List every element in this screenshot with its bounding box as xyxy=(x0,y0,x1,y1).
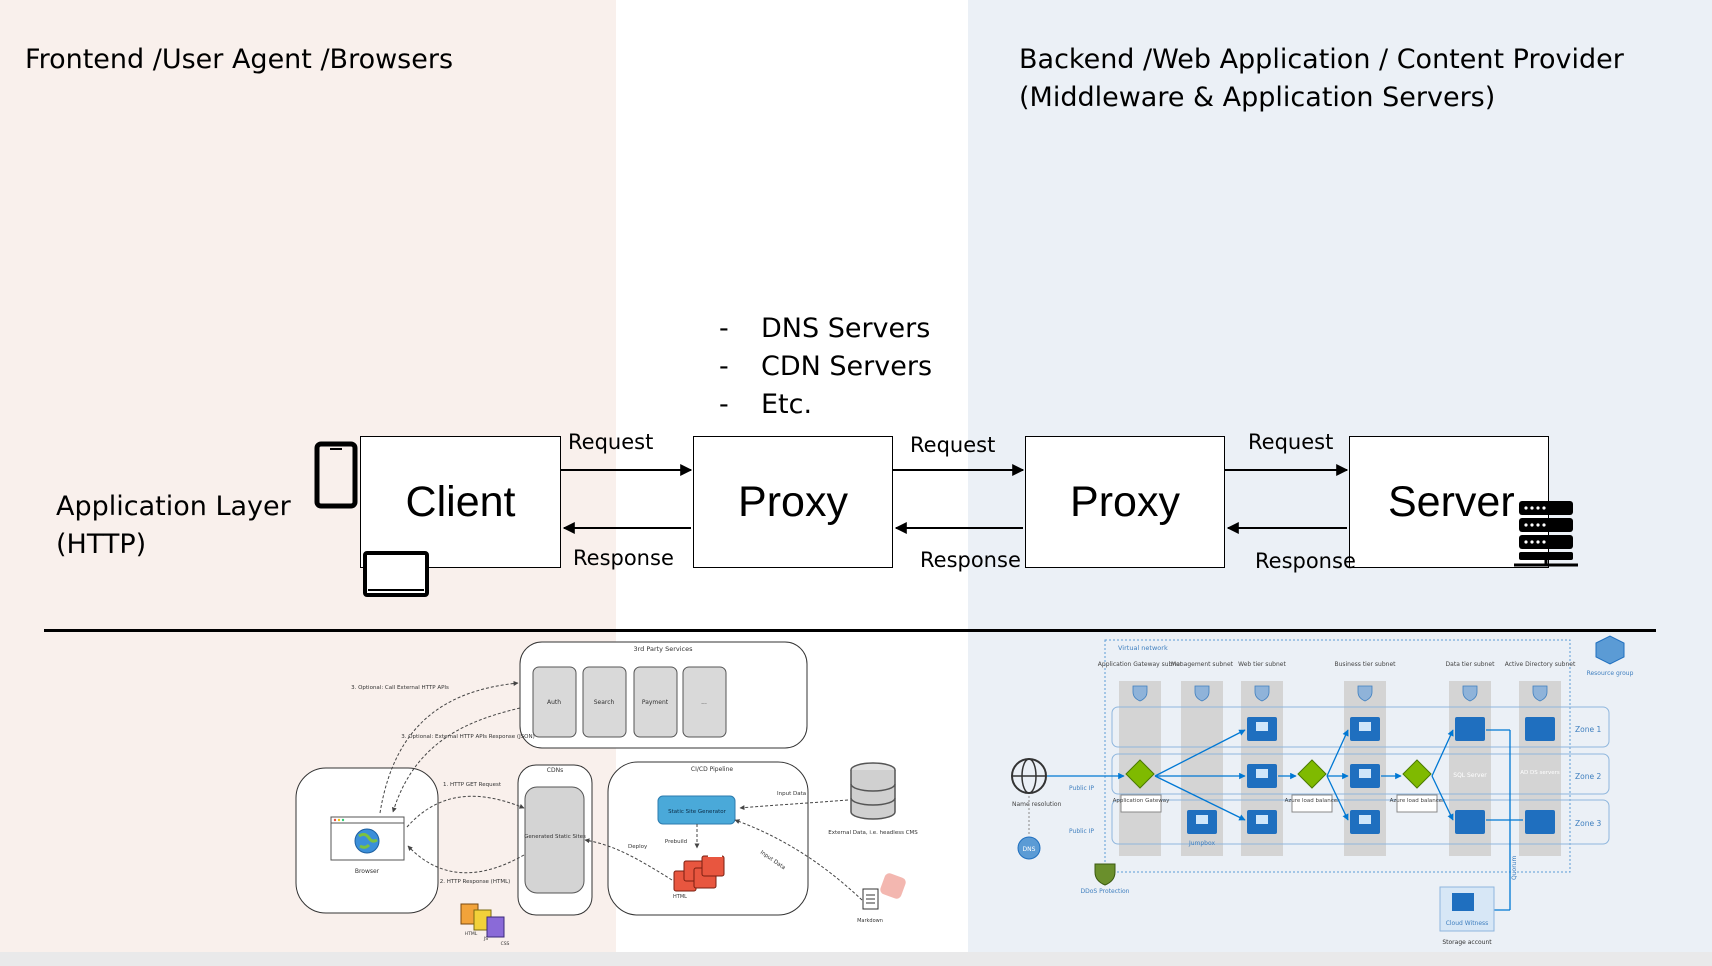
lb-label-1: Azure load balancer xyxy=(1285,798,1341,804)
dns-icon: DNS xyxy=(1017,836,1041,860)
jumpbox-label: Jumpbox xyxy=(1188,840,1216,847)
proxy-note-item: -DNS Servers xyxy=(719,313,931,344)
app-gateway-icon xyxy=(1125,759,1155,789)
name-resolution-globe-icon xyxy=(1011,758,1047,794)
database-icon xyxy=(850,762,896,820)
subnet-mgmt-label: Management subnet xyxy=(1171,661,1234,668)
resource-group-label: Resource group xyxy=(1587,670,1634,677)
subnet-ad-label: Active Directory subnet xyxy=(1505,661,1576,668)
resource-group-icon xyxy=(1595,635,1625,665)
generated-sites-label: Generated Static Sites xyxy=(524,834,586,840)
zone-1-label: Zone 1 xyxy=(1575,725,1601,734)
app-gateway-label: Application Gateway xyxy=(1113,798,1171,804)
third-party-label: 3rd Party Services xyxy=(633,645,693,653)
request-label-1: Request xyxy=(568,430,654,454)
ddos-label: DDoS Protection xyxy=(1081,888,1130,895)
zone-bands xyxy=(1111,706,1610,845)
css-asset-label: CSS xyxy=(501,941,510,947)
subnet-business-label: Business tier subnet xyxy=(1334,661,1396,668)
deploy-label: Deploy xyxy=(628,844,648,850)
html-label: HTML xyxy=(673,894,687,900)
globe-icon xyxy=(354,828,380,854)
vnet-label: Virtual network xyxy=(1118,644,1168,652)
subnet-appgw-label: Application Gateway subnet xyxy=(1098,661,1183,668)
backend-heading-line1: Backend /Web Application / Content Provi… xyxy=(1019,44,1624,75)
html-files-icon xyxy=(673,852,725,892)
backend-heading-line2: (Middleware & Application Servers) xyxy=(1019,82,1496,113)
proxy-notes-list: -DNS Servers -CDN Servers -Etc. xyxy=(719,310,932,424)
cloud-witness-icon xyxy=(1439,886,1495,932)
cloud-witness-label: Cloud Witness xyxy=(1446,920,1489,927)
application-layer-line1: Application Layer xyxy=(56,491,291,522)
jamstack-sketch: 3rd Party Services Auth Search Payment .… xyxy=(295,641,918,947)
application-layer-label: Application Layer (HTTP) xyxy=(56,488,291,564)
subnet-data-label: Data tier subnet xyxy=(1446,661,1496,668)
adds-label: AD DS servers xyxy=(1520,770,1560,776)
cdns-label: CDNs xyxy=(547,767,563,774)
storage-account-label: Storage account xyxy=(1442,939,1492,946)
markdown-label: Markdown xyxy=(857,918,883,924)
markdown-file-icon xyxy=(862,873,906,910)
lb-label-2: Azure load balancer xyxy=(1390,798,1446,804)
proxy-node-1: Proxy xyxy=(693,436,893,568)
zone-2-label: Zone 2 xyxy=(1575,772,1601,781)
service-payment-label: Payment xyxy=(642,699,669,706)
html-asset-label: HTML xyxy=(465,931,478,937)
server-node: Server xyxy=(1349,436,1549,568)
prebuild-label: Prebuild xyxy=(665,839,687,845)
public-ip-label-1: Public IP xyxy=(1069,785,1094,792)
nsg-shield-icons xyxy=(1132,685,1548,702)
proxy-note-item: -Etc. xyxy=(719,389,813,420)
proxy-node-2: Proxy xyxy=(1025,436,1225,568)
response-label-1: Response xyxy=(573,546,674,570)
proxy-note-item: -CDN Servers xyxy=(719,351,933,382)
server-rack-icon xyxy=(1514,501,1578,567)
public-ip-label-2: Public IP xyxy=(1069,828,1094,835)
azure-architecture: Virtual network Zone 1 Zone 2 Zone 3 App… xyxy=(1011,635,1634,946)
service-auth-label: Auth xyxy=(547,699,561,706)
ddos-shield-icon xyxy=(1094,863,1116,886)
input-data-label-1: Input Data xyxy=(777,791,806,797)
tablet-icon xyxy=(363,551,429,597)
client-node: Client xyxy=(360,436,561,568)
optional-call-label: 3. Optional: Call External HTTP APIs xyxy=(351,685,449,691)
asset-files-icon xyxy=(460,903,505,938)
browser-label: Browser xyxy=(355,868,380,875)
request-label-3: Request xyxy=(1248,430,1334,454)
http-response-label: 2. HTTP Response (HTML) xyxy=(440,879,511,885)
service-search-label: Search xyxy=(594,699,615,706)
response-label-3: Response xyxy=(1255,549,1356,573)
subnet-web-label: Web tier subnet xyxy=(1238,661,1286,668)
name-resolution-label: Name resolution xyxy=(1012,801,1062,808)
http-get-label: 1. HTTP GET Request xyxy=(443,782,502,788)
js-asset-label: JS xyxy=(483,936,488,942)
quorum-label: Quorum xyxy=(1511,856,1518,880)
svg-text:DNS: DNS xyxy=(1023,846,1036,853)
layer-divider xyxy=(44,629,1656,632)
application-layer-line2: (HTTP) xyxy=(56,529,147,560)
optional-response-label: 3. Optional: External HTTP APIs Response… xyxy=(401,734,535,740)
sql-label: SQL Server xyxy=(1453,772,1487,779)
response-label-2: Response xyxy=(920,548,1021,572)
bottom-strip xyxy=(0,952,1712,966)
frontend-heading: Frontend /User Agent /Browsers xyxy=(25,44,454,75)
service-more-label: ... xyxy=(701,699,707,706)
request-label-2: Request xyxy=(910,433,996,457)
external-data-label: External Data, i.e. headless CMS xyxy=(828,830,918,836)
backend-heading: Backend /Web Application / Content Provi… xyxy=(1019,41,1624,117)
pipeline-label: CI/CD Pipeline xyxy=(691,766,733,773)
smartphone-icon xyxy=(314,441,358,509)
zone-3-label: Zone 3 xyxy=(1575,819,1601,828)
load-balancer-icons xyxy=(1297,759,1432,789)
generator-label: Static Site Generator xyxy=(668,809,726,815)
